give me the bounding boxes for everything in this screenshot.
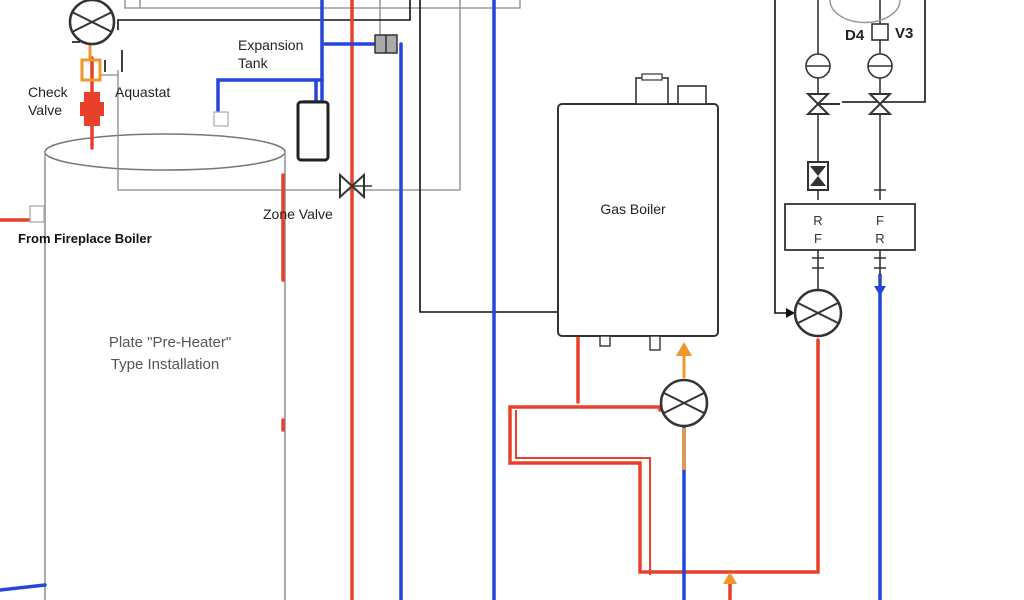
manifold-r-right: R: [875, 231, 884, 246]
manifold-r-left: R: [813, 213, 822, 228]
aquastat: [213, 111, 229, 127]
arrow-icon: [723, 572, 737, 584]
manifold-f-right: F: [876, 213, 884, 228]
tank-title-line1: Plate "Pre-Heater": [109, 334, 231, 351]
check-valve-label-line2: Valve: [28, 102, 62, 118]
circulator-pump-icon: [659, 378, 709, 428]
manifold-f-left: F: [814, 231, 822, 246]
expansion-tank-label-line1: Expansion: [238, 37, 303, 53]
gate-valve-icon: [805, 93, 840, 115]
d4-label: D4: [845, 27, 865, 44]
fireplace-inlet-fitting: [29, 205, 45, 223]
air-separator-fitting: [374, 34, 398, 54]
gas-boiler-label: Gas Boiler: [600, 201, 666, 217]
circulator-pump-icon: [793, 288, 843, 338]
return-piping: [0, 0, 882, 600]
from-fireplace-boiler-label: From Fireplace Boiler: [18, 231, 152, 246]
aquastat-label: Aquastat: [115, 84, 170, 100]
supply-piping-thin: [515, 410, 651, 575]
gauge-arc: [829, 0, 901, 24]
gate-valve-icon: [867, 93, 893, 115]
expansion-tank-label-line2: Tank: [238, 55, 269, 71]
manifold-box: [784, 203, 916, 251]
isolation-valve-icon: [807, 161, 829, 191]
check-valve-label-line1: Check: [28, 84, 69, 100]
tank-title-line2: Type Installation: [111, 356, 219, 373]
check-valve-icon: [80, 92, 104, 126]
tee-markers: [812, 189, 886, 269]
control-wiring: [72, 0, 926, 314]
gas-boiler: [557, 73, 719, 351]
zone-valve-icon: [339, 172, 372, 200]
zone-valve-label: Zone Valve: [263, 206, 333, 222]
arrow-icon: [786, 308, 795, 318]
expansion-tank: [296, 100, 330, 162]
v3-label: V3: [895, 25, 913, 42]
storage-tank: [44, 133, 286, 600]
arrow-icon: [874, 286, 886, 296]
arrow-icon: [676, 342, 692, 356]
circulator-pump-icon: [68, 0, 116, 46]
